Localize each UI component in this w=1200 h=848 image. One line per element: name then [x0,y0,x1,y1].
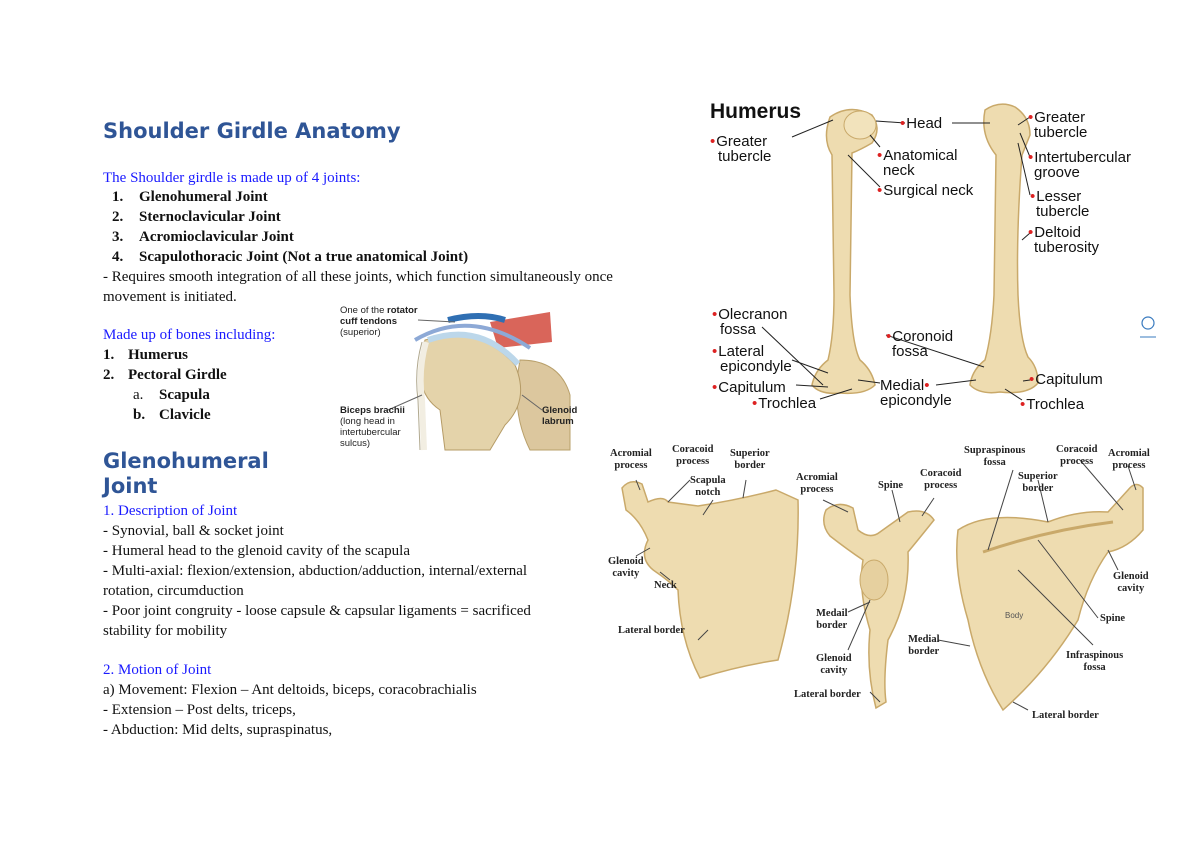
leader-line [417,319,456,323]
bones-list: 1.Humerus 2.Pectoral Girdle a.Scapula b.… [103,345,227,425]
body-label: Body [1005,611,1024,620]
humerus-title: Humerus [710,100,802,123]
biceps-tendon-edge [416,341,423,451]
description-text: - Synovial, ball & socket joint - Humera… [103,523,531,639]
lateral-border-label: Lateral border [618,625,685,636]
list-item: 4.Scapulothoracic Joint (Not a true anat… [112,249,469,265]
leader-line [387,394,423,411]
trochlea-label: Trochlea [752,396,816,411]
glenoid-labrum-label: Glenoid labrum [542,405,578,427]
cartilage-shape [427,331,521,367]
trochlea-right-label: Trochlea [1020,397,1084,412]
head-label: Head [900,116,942,131]
capsule-shape [413,323,532,350]
medial-epicondyle-label: Medial•epicondyle [880,377,952,409]
spine-mid-label: Spine [878,480,904,491]
scapula-mid-shape [823,503,935,710]
scapula-leader-lines [635,459,1137,711]
bones-heading: Made up of bones including: [103,327,276,343]
scapula-left-shape [621,481,799,679]
scapular-spine-shape [982,520,1114,554]
intro-text: The Shoulder girdle is made up of 4 join… [103,170,361,186]
page-title: Shoulder Girdle Anatomy [103,119,401,143]
list-item: 2.Sternoclavicular Joint [112,209,281,225]
joints-list: 1.Glenohumeral Joint 2.Sternoclavicular … [112,187,468,267]
shoulder-joint-drawing: ef [387,312,571,451]
surgical-neck-label: Surgical neck [877,183,973,198]
list-item: 3.Acromioclavicular Joint [112,229,294,245]
integration-text: - Requires smooth integration of all the… [103,267,613,307]
muscle-shape [490,312,552,348]
description-heading: 1. Description of Joint [103,503,238,519]
humerus-left-head [843,110,877,140]
spine-right-label: Spine [1100,613,1126,624]
scapula-drawing [621,459,1144,712]
shoulder-joint-figure: ef One of the rotator cuff tendons (supe… [330,300,580,460]
list-item: 2.Pectoral Girdle [103,367,227,383]
list-item: a.Scapula [133,387,210,403]
lateral-border-mid-label: Lateral border [794,689,861,700]
capitulum-right-label: Capitulum [1029,372,1103,387]
scapula-right-shape [956,483,1144,712]
section-heading: Glenohumeral Joint [103,449,269,498]
biceps-label: Biceps brachii (long head in intertuberc… [340,405,405,449]
lateral-border-right-label: Lateral border [1032,710,1099,721]
list-item: b.Clavicle [133,407,211,423]
humerus-left-shape [811,108,878,395]
list-item: 1.Glenohumeral Joint [112,189,268,205]
neck-label: Neck [654,580,677,591]
list-item: 1.Humerus [103,347,188,363]
capitulum-label: Capitulum [712,380,786,395]
tendon-shape [447,313,506,323]
glenoid-cavity-shape [859,559,889,601]
motion-heading: 2. Motion of Joint [103,662,212,678]
leader-line [521,394,543,411]
rotator-cuff-label: One of the rotator cuff tendons (superio… [340,305,418,338]
logo-icon [1134,313,1162,341]
motion-text: a) Movement: Flexion – Ant deltoids, bic… [103,682,477,738]
biceps-tendon-shape [417,341,429,451]
integration-line: - Requires smooth integration of all the… [103,269,613,285]
integration-line: movement is initiated. [103,289,237,305]
